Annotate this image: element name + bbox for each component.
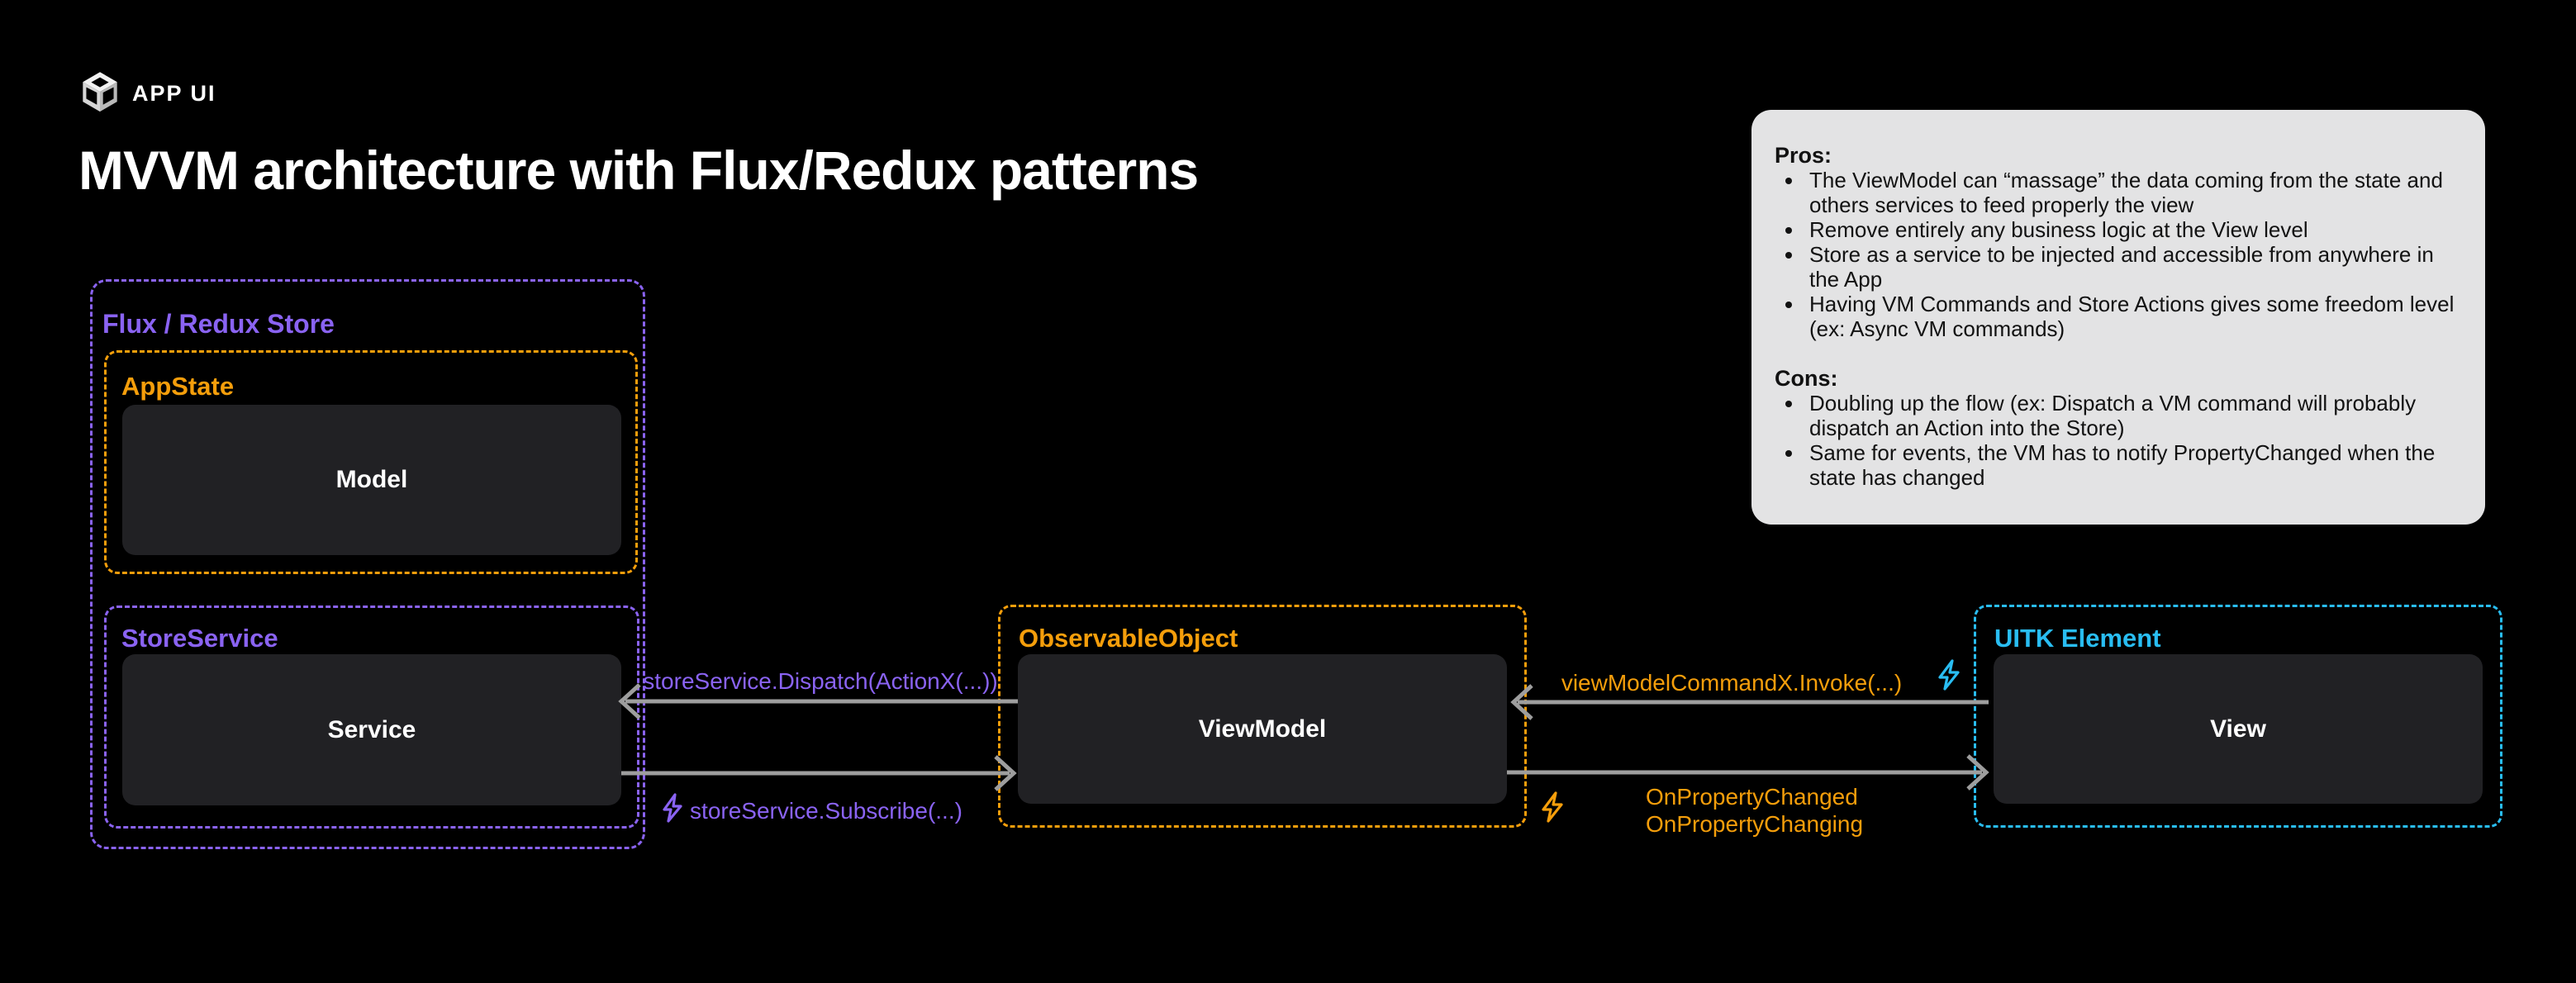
cons-list: Doubling up the flow (ex: Dispatch a VM …	[1775, 391, 2460, 490]
group-label: AppState	[121, 372, 235, 401]
arrow-property-changing-label: OnPropertyChanging	[1646, 811, 1863, 837]
group-uitk-element: UITK Element	[1974, 605, 2502, 828]
group-label: ObservableObject	[1019, 624, 1238, 653]
list-item: Same for events, the VM has to notify Pr…	[1804, 440, 2460, 490]
group-label: UITK Element	[1994, 624, 2161, 653]
pros-list: The ViewModel can “massage” the data com…	[1775, 168, 2460, 341]
group-flux-redux-store: Flux / Redux Store	[90, 279, 645, 849]
node-viewmodel: ViewModel	[1018, 654, 1507, 804]
arrow-property-changed-label: OnPropertyChanged	[1646, 784, 1858, 810]
page-title: MVVM architecture with Flux/Redux patter…	[78, 140, 1199, 201]
list-item: The ViewModel can “massage” the data com…	[1804, 168, 2460, 217]
cons-title: Cons:	[1775, 366, 1838, 391]
arrow-subscribe-label: storeService.Subscribe(...)	[690, 798, 962, 824]
group-label: StoreService	[121, 624, 278, 653]
node-service: Service	[122, 654, 621, 805]
group-observableobject: ObservableObject	[998, 605, 1527, 828]
unity-cube-icon	[83, 72, 117, 112]
node-view: View	[1994, 654, 2483, 804]
lightning-bolt-icon	[663, 793, 682, 823]
spacer	[1775, 341, 2460, 366]
list-item: Remove entirely any business logic at th…	[1804, 217, 2460, 242]
brand-label: APP UI	[132, 80, 216, 106]
lightning-bolt-icon	[1938, 659, 1960, 691]
list-item: Having VM Commands and Store Actions giv…	[1804, 292, 2460, 341]
notes-panel: Pros: The ViewModel can “massage” the da…	[1751, 110, 2485, 525]
arrow-dispatch-label: storeService.Dispatch(ActionX(...))	[643, 668, 997, 694]
node-model: Model	[122, 405, 621, 555]
app-ui-logo: APP UI	[81, 69, 216, 117]
list-item: Store as a service to be injected and ac…	[1804, 242, 2460, 292]
lightning-bolt-icon	[1542, 791, 1563, 823]
arrow-invoke-label: viewModelCommandX.Invoke(...)	[1561, 670, 1902, 696]
group-label: Flux / Redux Store	[102, 309, 335, 339]
pros-title: Pros:	[1775, 143, 1832, 168]
group-appstate: AppState	[104, 350, 638, 574]
list-item: Doubling up the flow (ex: Dispatch a VM …	[1804, 391, 2460, 440]
